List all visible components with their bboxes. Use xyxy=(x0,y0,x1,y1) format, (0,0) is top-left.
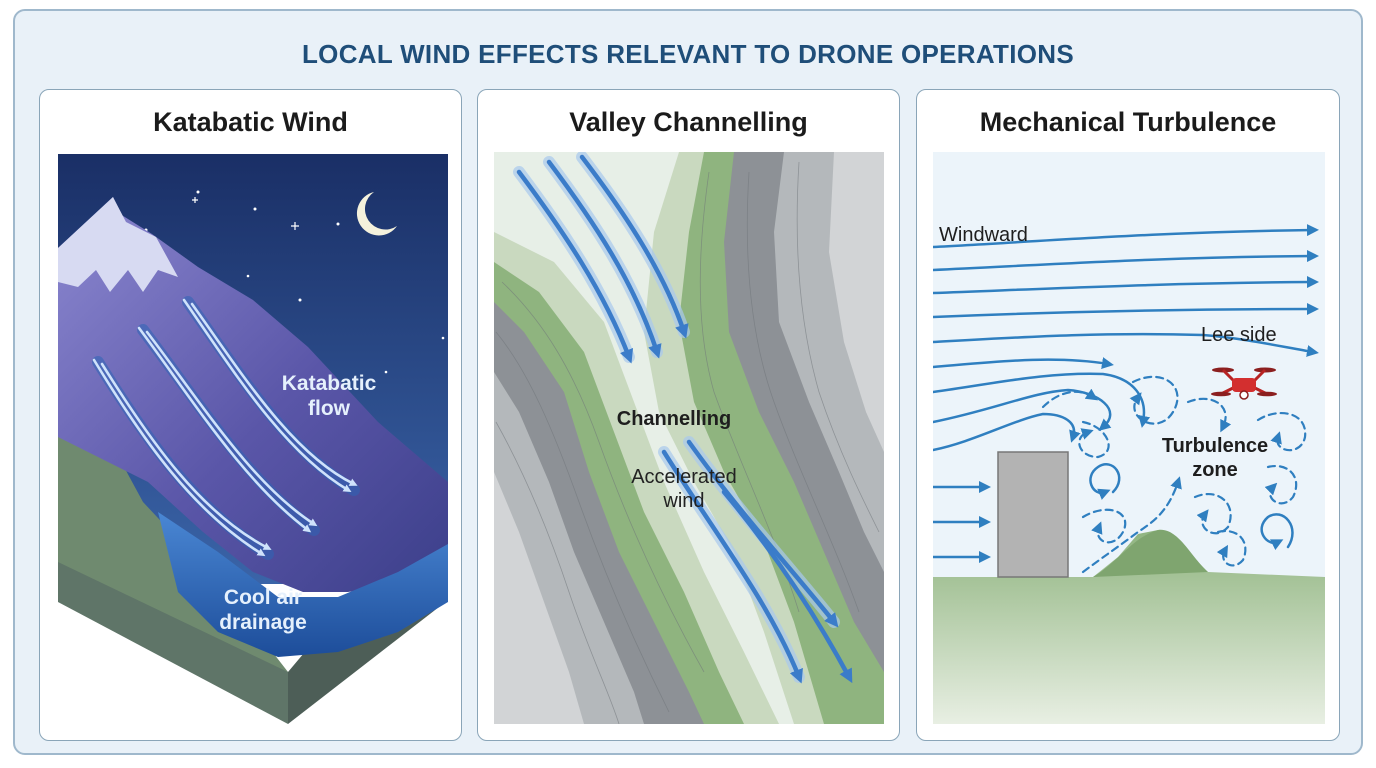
turbulence-illustration: Windward Lee side Turbulence zone xyxy=(933,152,1325,724)
panel-title-turbulence: Mechanical Turbulence xyxy=(979,107,1277,137)
moon-icon xyxy=(356,192,397,236)
building-icon xyxy=(997,451,1069,578)
label-accelerated-1: Accelerated xyxy=(631,466,737,488)
label-accelerated-2: wind xyxy=(662,490,704,512)
label-cool-air-1: Cool air xyxy=(224,586,302,609)
panel-valley-channelling: Valley Channelling xyxy=(477,89,900,741)
label-cool-air-2: drainage xyxy=(219,611,307,634)
panel-katabatic-wind: Katabatic Wind xyxy=(39,89,462,741)
label-katabatic-flow-1: Katabatic xyxy=(282,372,377,395)
panel-title-valley: Valley Channelling xyxy=(569,107,808,137)
panel-title-katabatic: Katabatic Wind xyxy=(153,107,348,137)
diagram-frame: LOCAL WIND EFFECTS RELEVANT TO DRONE OPE… xyxy=(13,9,1363,755)
label-turbulence-2: zone xyxy=(1192,459,1238,481)
label-turbulence-1: Turbulence xyxy=(1162,435,1268,457)
hill-icon xyxy=(1093,529,1208,577)
label-channelling: Channelling xyxy=(617,408,731,430)
label-lee-side: Lee side xyxy=(1201,324,1277,346)
katabatic-illustration: Katabatic flow Cool air drainage xyxy=(58,154,448,724)
diagram-title: LOCAL WIND EFFECTS RELEVANT TO DRONE OPE… xyxy=(302,39,1074,69)
label-katabatic-flow-2: flow xyxy=(308,397,351,420)
drone-icon xyxy=(1211,367,1277,400)
valley-illustration: Channelling Accelerated wind xyxy=(494,152,884,724)
label-windward: Windward xyxy=(939,224,1028,246)
panel-mechanical-turbulence: Mechanical Turbulence xyxy=(916,89,1340,741)
